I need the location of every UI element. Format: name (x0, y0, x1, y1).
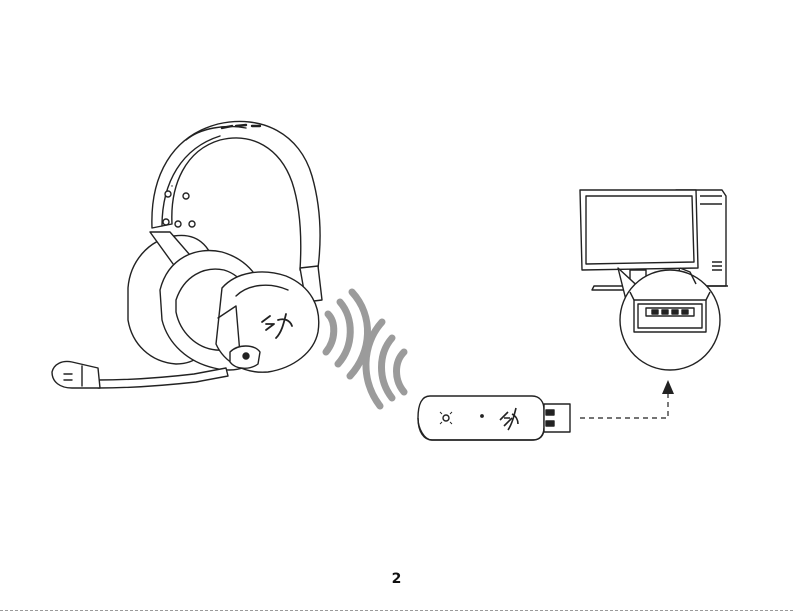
connection-arrow (580, 380, 674, 418)
monitor-screen (586, 196, 694, 264)
microphone-capsule (52, 361, 100, 388)
microphone-boom (52, 361, 228, 388)
usb-wireless-adapter (418, 396, 570, 440)
volume-wheel-icon (230, 346, 260, 368)
wireless-headset (52, 121, 322, 388)
dongle-signal-icon (366, 322, 404, 406)
headset-signal-icon (326, 292, 368, 376)
arrow-up-icon (662, 380, 674, 394)
page-bottom-rule (0, 610, 793, 611)
page-number: 2 (0, 571, 793, 587)
usb-port-callout (618, 268, 720, 370)
status-led-icon (443, 415, 449, 421)
